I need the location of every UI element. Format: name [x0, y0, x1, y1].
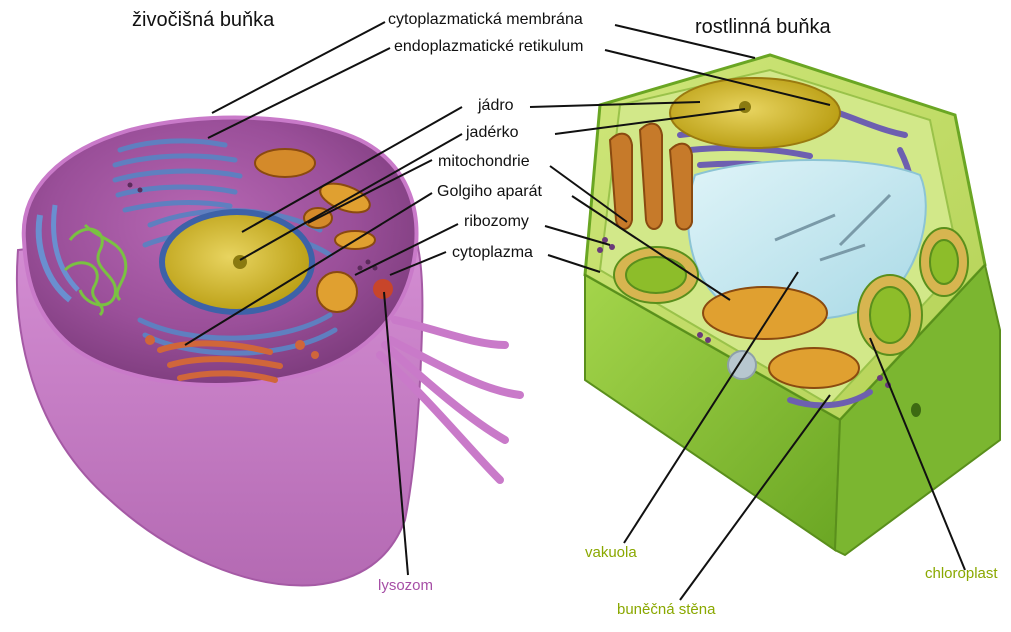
label-mitochondria: mitochondrie: [438, 154, 530, 170]
label-vacuole: vakuola: [585, 545, 637, 560]
title-plant-cell: rostlinná buňka: [695, 17, 831, 37]
animal-lysosome: [373, 279, 393, 299]
animal-centriole: [317, 272, 357, 312]
label-cytoplasmic-membrane: cytoplazmatická membrána: [388, 12, 583, 28]
plant-nucleolus: [739, 101, 751, 113]
title-animal-cell: živočišná buňka: [132, 10, 274, 30]
leader-cytoplasmic-membrane-animal: [212, 22, 385, 113]
label-lysosome: lysozom: [378, 578, 433, 593]
label-endoplasmic-reticulum: endoplazmatické retikulum: [394, 39, 583, 55]
label-nucleus: jádro: [478, 98, 514, 114]
label-nucleolus: jadérko: [466, 125, 518, 141]
plant-cell: [585, 55, 1000, 555]
label-cell-wall: buněčná stěna: [617, 602, 715, 617]
label-cytoplasm: cytoplazma: [452, 245, 533, 261]
label-ribosomes: ribozomy: [464, 214, 529, 230]
label-golgi: Golgiho aparát: [437, 184, 542, 200]
plant-nucleus: [670, 78, 840, 148]
label-chloroplast: chloroplast: [925, 566, 998, 581]
